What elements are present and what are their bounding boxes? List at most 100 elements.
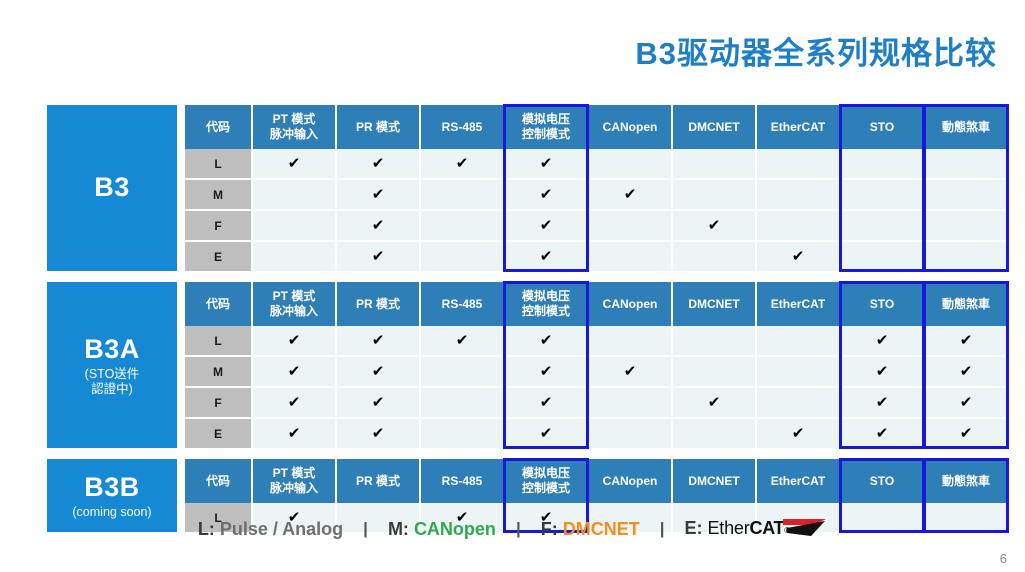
cell-sto: ✔ (839, 387, 925, 419)
cell-canopen: ✔ (587, 387, 673, 419)
table-row: M✔✔✔✔✔✔✔✔✔ (183, 356, 1009, 388)
cell-code: F (183, 210, 253, 242)
column-header-sto: STO (839, 459, 925, 503)
cell-analog: ✔ (503, 356, 589, 388)
check-icon: ✔ (287, 332, 301, 349)
cell-rs485: ✔ (419, 387, 505, 419)
check-icon: ✔ (287, 363, 301, 380)
column-header-rs485: RS-485 (419, 105, 505, 149)
cell-analog: ✔ (503, 179, 589, 211)
cell-analog: ✔ (503, 241, 589, 271)
product-sublabel: (coming soon) (72, 505, 151, 519)
legend-item: M:CANopen (388, 519, 496, 540)
table-row: M✔✔✔✔✔✔✔✔✔ (183, 179, 1009, 211)
column-header-rs485: RS-485 (419, 282, 505, 326)
cell-code: M (183, 356, 253, 388)
cell-analog: ✔ (503, 326, 589, 357)
cell-ethercat: ✔ (755, 241, 841, 271)
ethercat-arrow-icon (781, 518, 827, 540)
column-header-pr: PR 模式 (335, 459, 421, 503)
cell-sto: ✔ (839, 210, 925, 242)
product-label-b3b: B3B (coming soon) (47, 459, 177, 532)
column-header-line1: PT 模式 (272, 466, 316, 480)
cell-sto: ✔ (839, 418, 925, 448)
cell-pt: ✔ (251, 418, 337, 448)
column-header-ethercat: EtherCAT (755, 282, 841, 326)
check-icon: ✔ (287, 394, 301, 411)
check-icon: ✔ (539, 217, 553, 234)
product-sublabel-line: 認證中) (91, 381, 133, 396)
legend-separator: | (363, 519, 368, 538)
cell-sto: ✔ (839, 241, 925, 271)
legend-key: F: (540, 518, 558, 539)
check-icon: ✔ (959, 363, 973, 380)
column-header-ethercat: EtherCAT (755, 105, 841, 149)
column-header-line2: 控制模式 (521, 304, 570, 318)
check-icon: ✔ (371, 332, 385, 349)
cell-pr: ✔ (335, 326, 421, 357)
cell-rs485: ✔ (419, 356, 505, 388)
column-header-canopen: CANopen (587, 105, 673, 149)
column-header-line2: 脉冲输入 (269, 304, 318, 318)
cell-dmcnet: ✔ (671, 241, 757, 271)
legend-separator: | (515, 519, 521, 538)
cell-analog: ✔ (503, 387, 589, 419)
cell-pt: ✔ (251, 387, 337, 419)
cell-canopen: ✔ (587, 149, 673, 180)
legend-key: L: (197, 518, 215, 539)
legend-separator: | (659, 519, 665, 538)
column-header-code: 代码 (183, 459, 253, 503)
product-name: B3B (84, 471, 140, 502)
cell-pr: ✔ (335, 418, 421, 448)
check-icon: ✔ (959, 394, 973, 411)
check-icon: ✔ (875, 332, 889, 349)
cell-pt: ✔ (251, 356, 337, 388)
cell-dmcnet: ✔ (671, 326, 757, 357)
cell-pr: ✔ (335, 241, 421, 271)
column-header-line1: PT 模式 (272, 289, 316, 303)
column-header-analog: 模拟电压控制模式 (503, 459, 589, 503)
cell-ethercat: ✔ (755, 418, 841, 448)
cell-canopen: ✔ (587, 326, 673, 357)
check-icon: ✔ (959, 425, 973, 442)
legend-key: E: (684, 518, 703, 538)
cell-ethercat: ✔ (755, 326, 841, 357)
column-header-analog: 模拟电压控制模式 (503, 282, 589, 326)
check-icon: ✔ (539, 425, 553, 442)
cell-ethercat: ✔ (755, 387, 841, 419)
cell-dmcnet: ✔ (671, 179, 757, 211)
check-icon: ✔ (287, 509, 301, 526)
column-header-line1: 模拟电压 (521, 466, 570, 480)
product-name: B3A (84, 334, 140, 365)
cell-pr: ✔ (335, 387, 421, 419)
cell-sto: ✔ (839, 326, 925, 357)
table-row: L✔✔✔✔✔✔✔✔✔ (183, 149, 1009, 180)
column-header-brake: 動態煞車 (923, 282, 1009, 326)
legend-value: Pulse / Analog (219, 518, 344, 539)
legend-value: DMCNET (562, 518, 640, 539)
table-row: L✔✔✔✔✔✔✔✔✔ (183, 326, 1009, 357)
cell-brake: ✔ (923, 149, 1009, 180)
cell-dmcnet: ✔ (671, 210, 757, 242)
column-header-brake: 動態煞車 (923, 105, 1009, 149)
cell-pr: ✔ (335, 356, 421, 388)
check-icon: ✔ (371, 248, 385, 265)
cell-brake: ✔ (923, 326, 1009, 357)
cell-pt: ✔ (251, 210, 337, 242)
cell-pt: ✔ (251, 149, 337, 180)
check-icon: ✔ (455, 332, 469, 349)
legend-item: E:EtherCAT® (684, 518, 827, 540)
table-row: F✔✔✔✔✔✔✔✔✔ (183, 387, 1009, 419)
table-row: L✔✔✔✔✔✔✔✔✔ (183, 503, 1009, 532)
check-icon: ✔ (623, 186, 637, 203)
column-header-dmcnet: DMCNET (671, 282, 757, 326)
cell-ethercat: ✔ (755, 179, 841, 211)
cell-canopen: ✔ (587, 241, 673, 271)
